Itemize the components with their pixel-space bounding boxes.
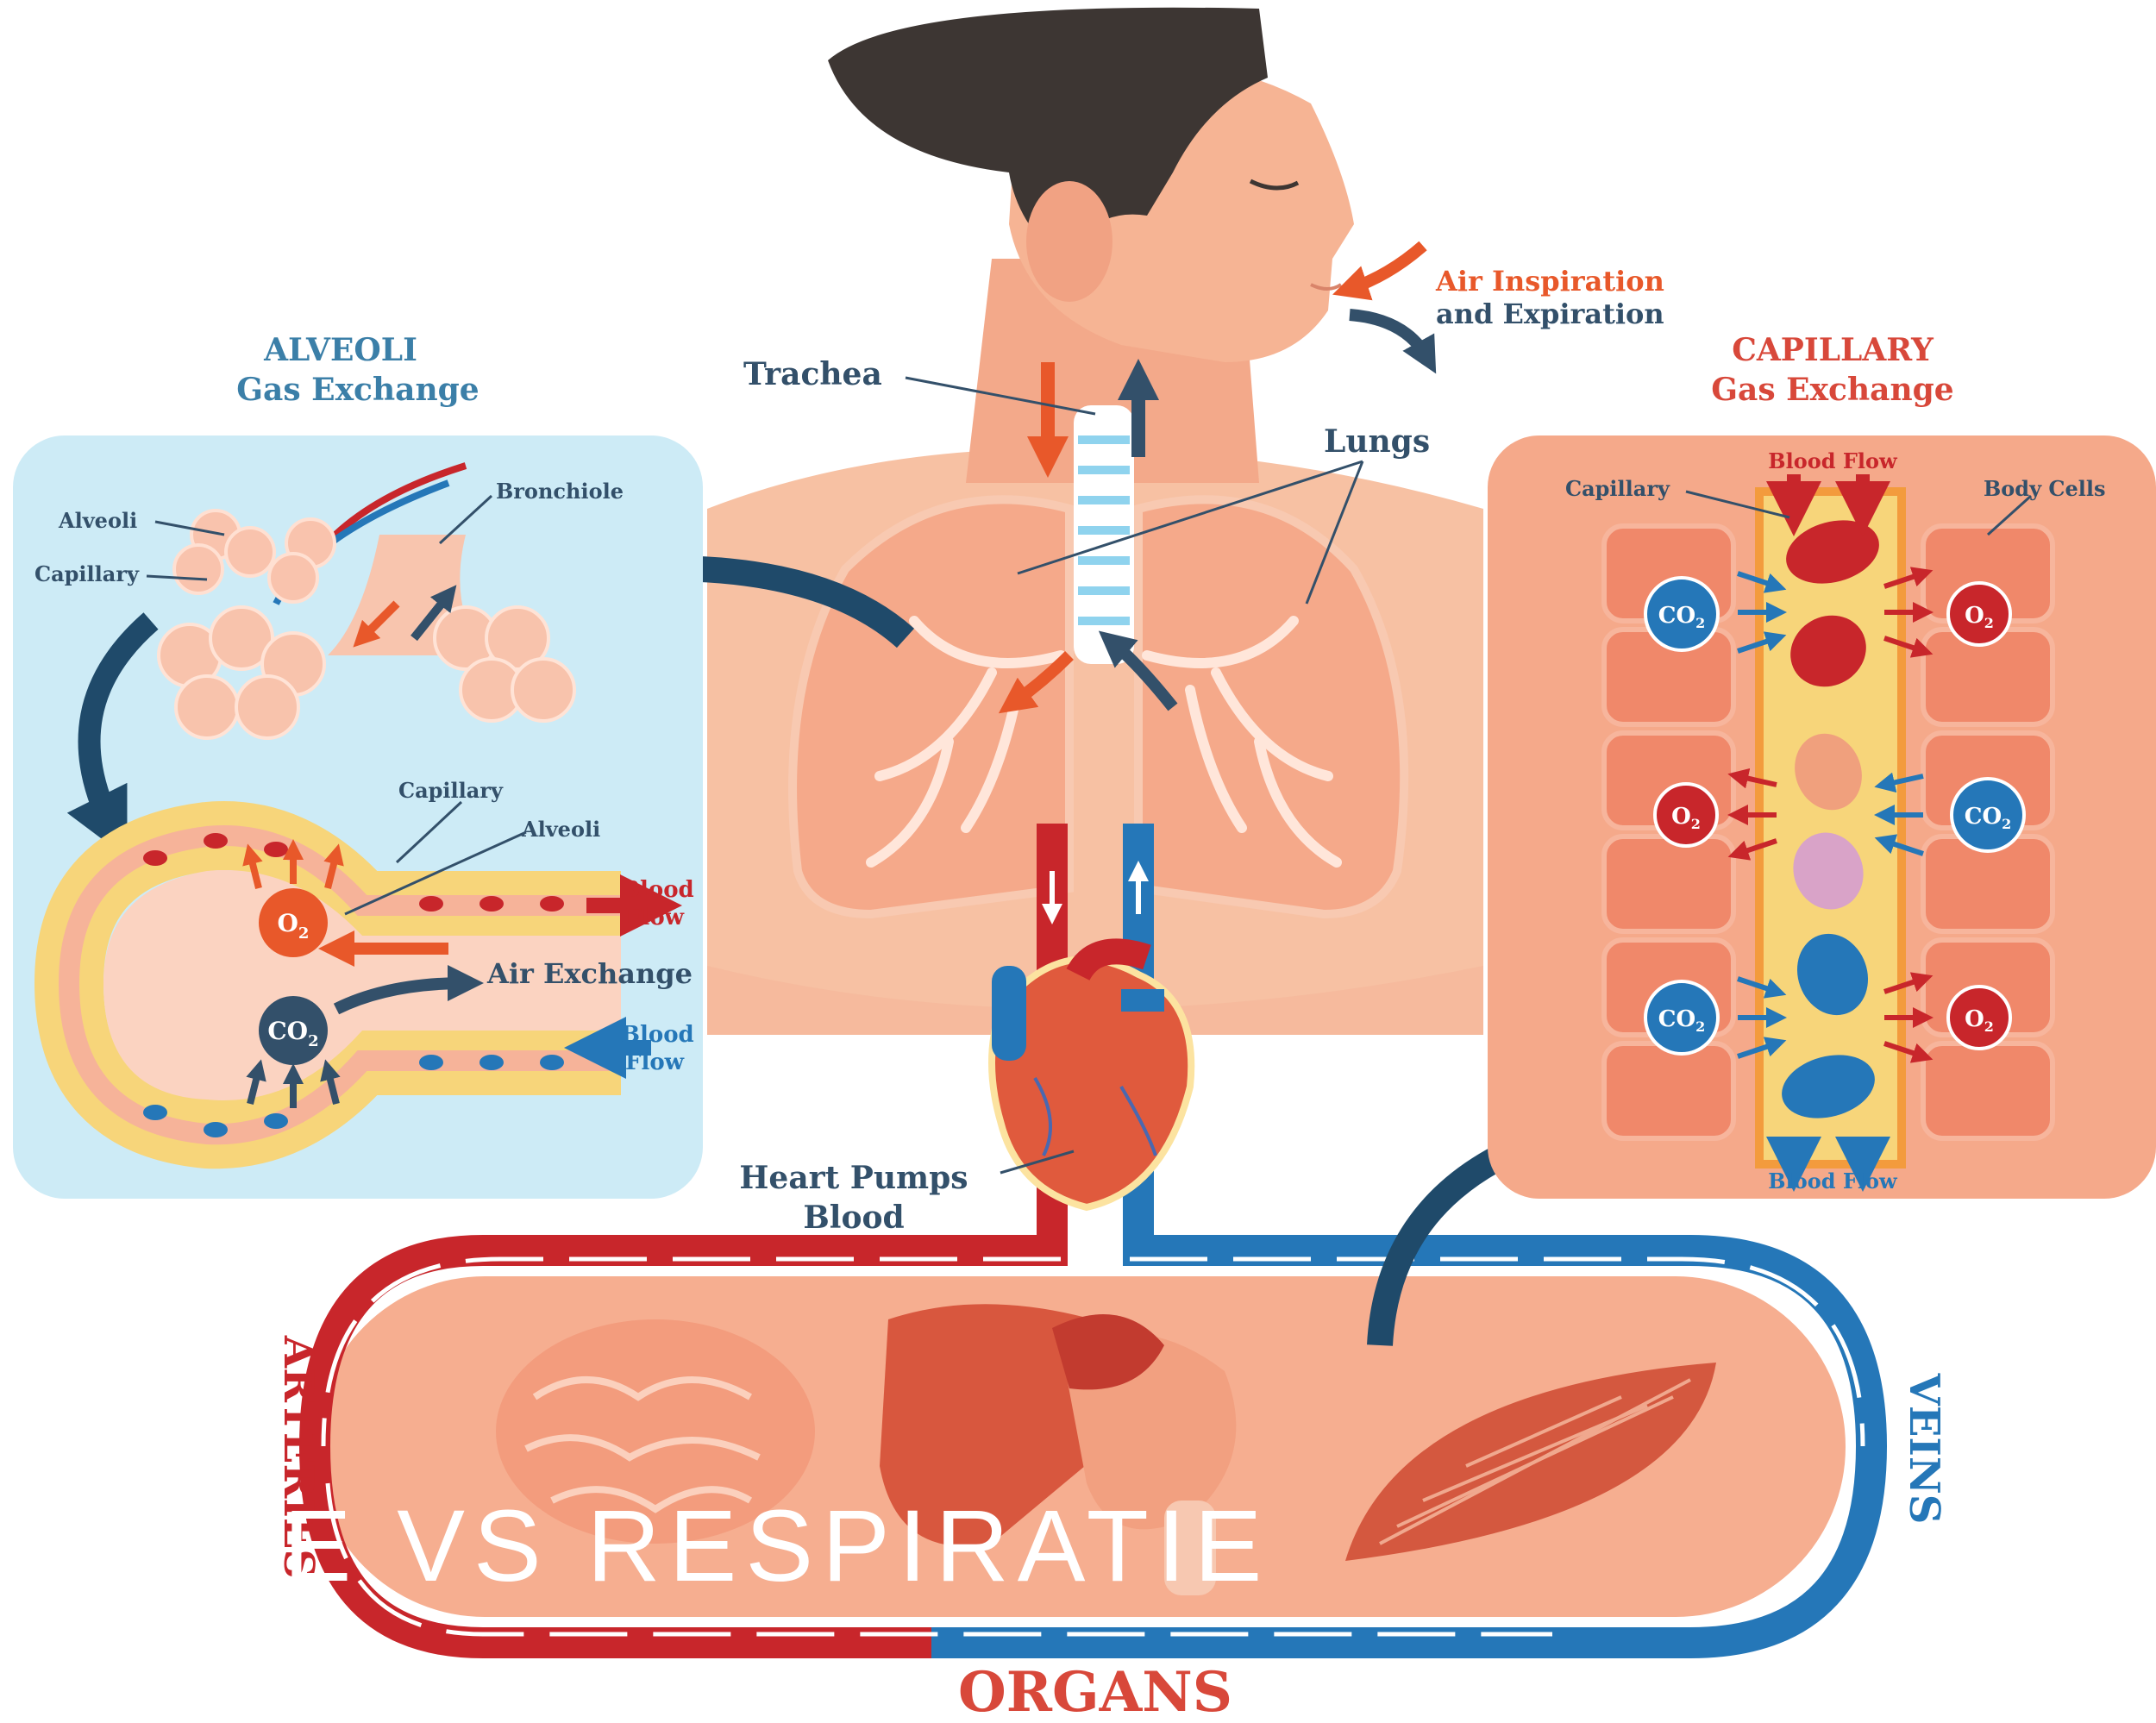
breath-arrows (1350, 246, 1427, 358)
heart-label-2: Blood (803, 1200, 904, 1236)
air-label-1: Air Inspiration (1435, 265, 1664, 298)
capillary-label: Capillary (34, 561, 140, 586)
alveoli-title: ALVEOLI (263, 332, 417, 368)
heart (992, 951, 1191, 1207)
blood-flow-bottom: Blood Flow (1768, 1169, 1898, 1194)
veins-label: VEINS (1900, 1373, 1948, 1525)
capillary-lower-label: Capillary (398, 778, 504, 803)
capillary-panel (1488, 435, 2156, 1199)
alveoli-lower-label: Alveoli (521, 817, 600, 842)
blood-flow-blue-1: Blood (621, 1022, 694, 1048)
blood-flow-blue-2: Flow (625, 1049, 685, 1075)
blood-flow-red-1: Blood (621, 877, 694, 903)
bronchiole-label: Bronchiole (496, 479, 624, 504)
alveoli-subtitle: Gas Exchange (236, 372, 479, 408)
air-label-2: and Expiration (1436, 298, 1664, 330)
heart-label-1: Heart Pumps (739, 1160, 968, 1196)
overlay-title: IE VS RESPIRATIE (247, 1490, 1368, 1602)
lungs-label: Lungs (1324, 423, 1430, 460)
blood-flow-top: Blood Flow (1768, 448, 1898, 473)
capillary-title: CAPILLARY (1732, 332, 1934, 368)
body-cells-label: Body Cells (1984, 476, 2106, 501)
organs-label: ORGANS (958, 1660, 1232, 1723)
ear (1026, 181, 1112, 302)
blood-flow-red-2: Flow (625, 905, 685, 930)
air-exchange-label: Air Exchange (486, 957, 693, 990)
trachea-label: Trachea (743, 356, 882, 392)
capillary-panel-label: Capillary (1565, 476, 1670, 501)
capillary-subtitle: Gas Exchange (1711, 372, 1953, 408)
alveoli-label: Alveoli (58, 508, 137, 533)
